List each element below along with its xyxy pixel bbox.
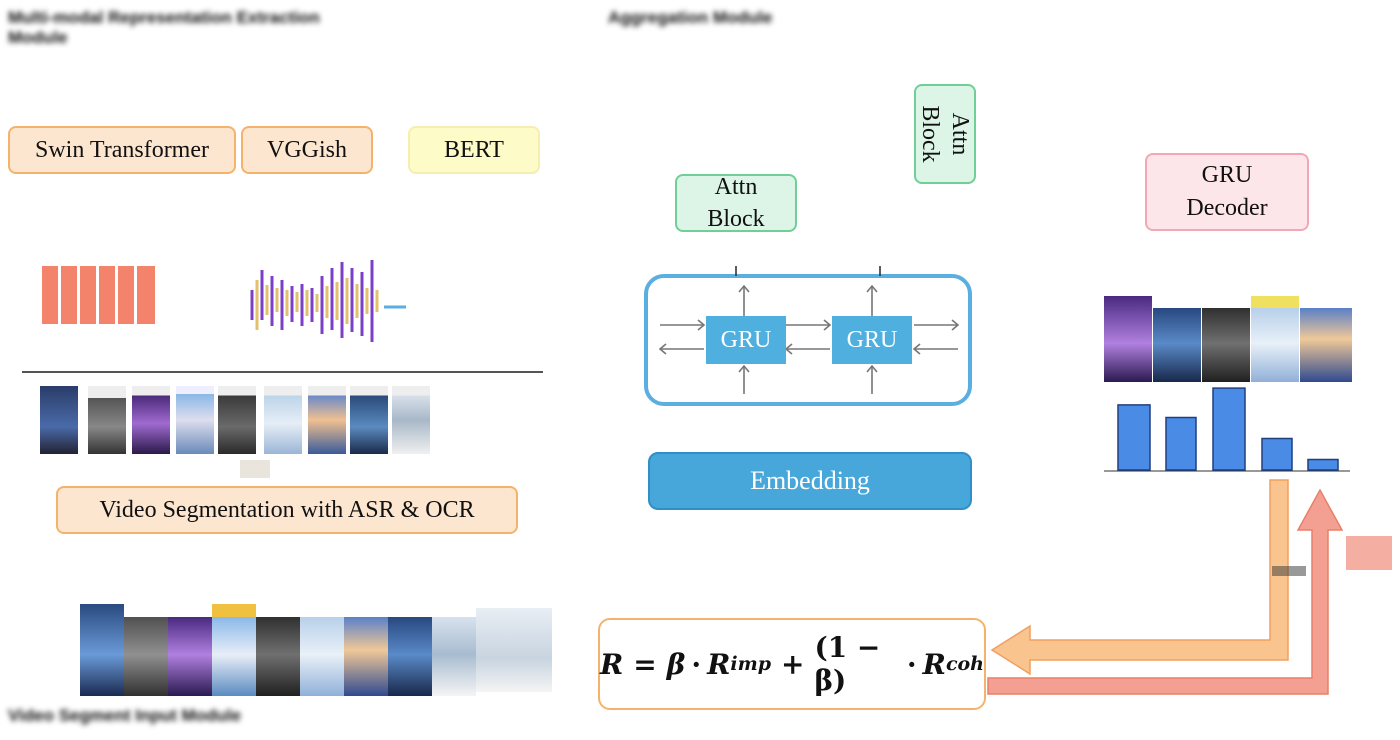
frame-thumb [218,386,256,454]
audio-waveform [250,260,406,342]
formula-plus: + [780,647,805,681]
frame-thumb [264,386,302,454]
bert-label: BERT [444,136,504,163]
strip-frame [168,604,212,696]
attn-block-box: Attn Block [675,174,797,232]
strip-frame [256,604,300,696]
connector-blur [240,460,270,478]
formula-one-minus-beta: (1 − β) [814,631,881,697]
arrow-marker [1272,566,1306,576]
input-module-title: Video Segment Input Module [8,706,241,725]
selected-frame [1251,296,1299,382]
strip-frame [124,604,168,696]
coherence-arrow [987,488,1344,695]
formula-r: R [600,647,624,681]
selected-frame [1104,296,1152,382]
formula-dot: · [691,647,702,681]
aggregation-module-title: Aggregation Module [608,8,773,27]
formula-eq: = [633,647,657,681]
selected-frame [1153,296,1201,382]
visual-feature-blocks [42,265,200,325]
strip-frame [300,604,344,696]
swin-transformer-box: Swin Transformer [8,126,236,174]
swin-transformer-label: Swin Transformer [34,136,209,163]
vggish-box: VGGish [241,126,373,174]
arrow-label-blur [1346,536,1392,570]
gru-right-label: GRU [846,326,898,353]
importance-arrow [990,479,1289,676]
importance-bar [1212,387,1246,471]
importance-bar [1307,458,1339,471]
video-segmentation-label: Video Segmentation with ASR & OCR [99,496,475,523]
frame-thumb [308,386,346,454]
extraction-module-title: Multi-modal Representation Extraction Mo… [8,8,320,47]
strip-frame [432,604,476,696]
gru-decoder-label: GRU Decoder [1186,162,1268,221]
strip-frame [212,604,256,696]
formula-coh-sub: coh [945,653,984,675]
strip-frame [476,608,552,692]
attn-block-label: Attn Block [707,174,765,232]
frame-thumb [132,386,170,454]
formula-r-imp: R [707,647,731,681]
importance-bar [1165,416,1197,471]
formula-imp-sub: imp [730,653,771,675]
embedding-box: Embedding [648,452,972,510]
frame-thumb [350,386,388,454]
frame-thumb [392,386,430,454]
bert-box: BERT [408,126,540,174]
importance-bar [1261,437,1293,471]
attn-block-rotated-box: Attn Block [914,84,976,184]
frame-thumb [176,386,214,454]
strip-frame [388,604,432,696]
gru-decoder-box: GRU Decoder [1145,153,1309,231]
strip-frame [344,604,388,696]
selected-frame [1300,296,1352,382]
gru-cell-right: GRU [832,316,912,364]
frame-thumb [88,386,126,454]
gru-left-label: GRU [720,326,772,353]
frame-thumb [40,386,78,454]
strip-frame [80,604,124,696]
video-segmentation-box: Video Segmentation with ASR & OCR [56,486,518,534]
formula-r-coh: R [922,647,946,681]
gru-arrows [658,284,960,394]
importance-bar [1117,404,1151,471]
gru-cell-left: GRU [706,316,786,364]
formula-beta: β [666,647,686,681]
formula-dot-2: · [906,647,917,681]
embedding-label: Embedding [750,466,870,496]
selected-frame [1202,296,1250,382]
vggish-label: VGGish [266,136,347,163]
